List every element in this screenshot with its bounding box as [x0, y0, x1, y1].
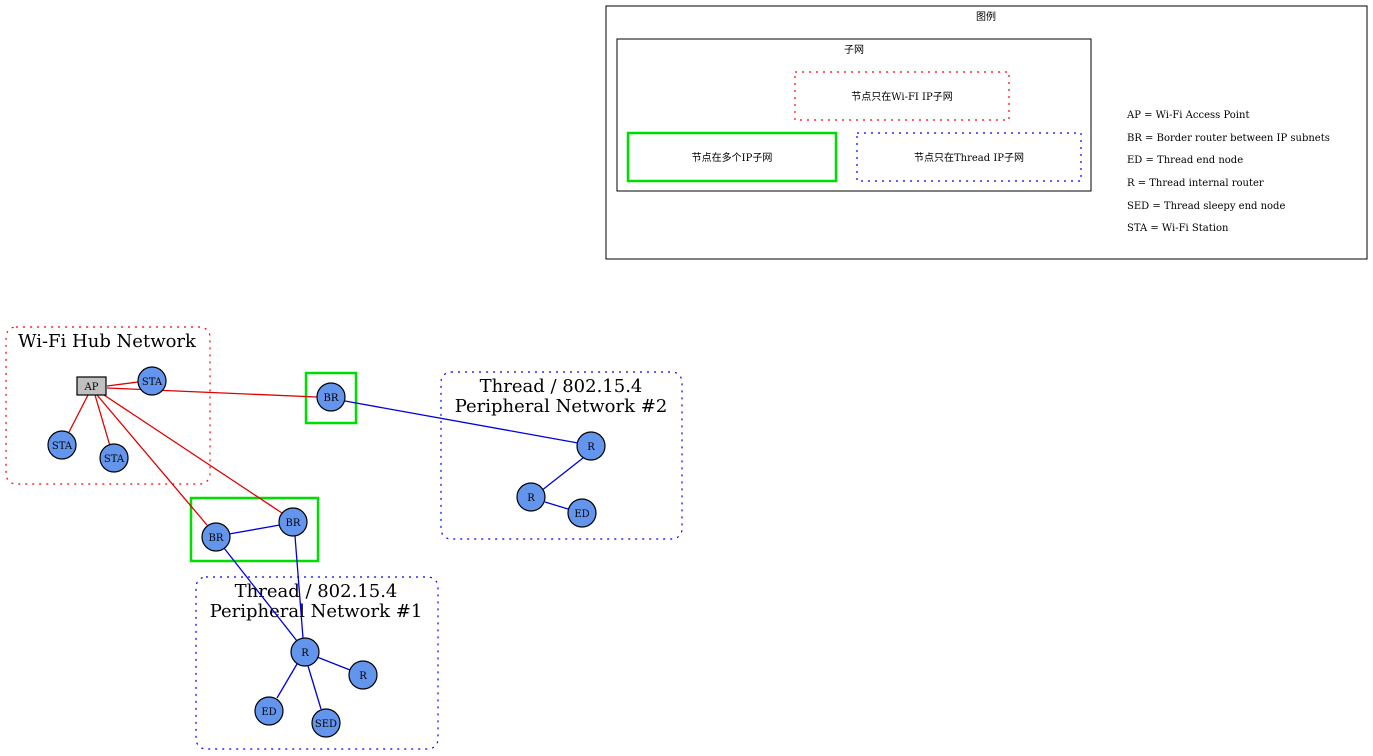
- access-point-node: AP: [76, 376, 107, 396]
- legend-multi-subnet-label: 节点在多个IP子网: [692, 151, 773, 164]
- legend-subnet-title: 子网: [844, 44, 864, 56]
- link-br-left-br-right: [228, 524, 281, 535]
- border-router-label: BR: [286, 518, 301, 529]
- station-label: STA: [104, 454, 125, 465]
- station-label: STA: [52, 441, 73, 452]
- link-ap-sta-top: [106, 381, 139, 387]
- legend-abbrev-br: BR = Border router between IP subnets: [1127, 133, 1330, 144]
- legend-abbrev-ed: ED = Thread end node: [1127, 155, 1243, 166]
- legend-title: 图例: [976, 10, 996, 23]
- legend-abbreviations: AP = Wi-Fi Access Point BR = Border rout…: [1126, 110, 1330, 234]
- thread-router-node: R: [348, 660, 378, 690]
- link-ap-sta-mid: [94, 394, 111, 447]
- legend-wifi-subnet-label: 节点只在Wi-FI IP子网: [851, 91, 952, 103]
- legend-abbrev-sta: STA = Wi-Fi Station: [1127, 223, 1229, 234]
- thread-router-label: R: [587, 442, 595, 453]
- station-label: STA: [142, 377, 163, 388]
- thread-network-2-title-line1: Thread / 802.15.4: [480, 376, 643, 397]
- thread-router-node: R: [290, 637, 320, 667]
- nodes: AP STA STA STA BR BR BR R: [47, 366, 606, 738]
- legend-abbrev-ap: AP = Wi-Fi Access Point: [1126, 110, 1249, 121]
- border-router-node: BR: [278, 507, 308, 537]
- thread-router-label: R: [527, 493, 535, 504]
- thread-sleepy-end-node-label: SED: [315, 719, 337, 730]
- link-r-net1-r-right: [316, 656, 351, 671]
- thread-network-1-cluster: Thread / 802.15.4 Peripheral Network #1: [195, 576, 439, 750]
- link-ap-br-top: [106, 387, 318, 398]
- thread-router-label: R: [359, 671, 367, 682]
- legend-thread-subnet-label: 节点只在Thread IP子网: [914, 152, 1024, 164]
- link-ap-br-left: [96, 394, 208, 526]
- station-node: STA: [137, 366, 167, 396]
- thread-end-node: ED: [567, 498, 597, 528]
- thread-end-node-label: ED: [261, 707, 276, 718]
- border-router-node: BR: [316, 382, 346, 412]
- multi-subnet-box-br-top: [304, 371, 358, 425]
- station-node: STA: [47, 430, 77, 460]
- wifi-hub-cluster: Wi-Fi Hub Network: [5, 326, 211, 485]
- access-point-label: AP: [84, 382, 99, 393]
- legend-subnet-frame: [616, 38, 1092, 192]
- link-r-net2-ed: [544, 501, 569, 510]
- multi-subnet-box-br-pair: [189, 496, 320, 563]
- border-router-label: BR: [209, 533, 224, 544]
- border-router-label: BR: [324, 393, 339, 404]
- thread-network-2-cluster: Thread / 802.15.4 Peripheral Network #2: [440, 371, 683, 540]
- station-node: STA: [99, 443, 129, 473]
- wifi-hub-cluster-border: [5, 326, 211, 485]
- thread-router-node: R: [576, 431, 606, 461]
- thread-router-label: R: [301, 648, 309, 659]
- thread-end-node: ED: [254, 696, 284, 726]
- legend-thread-subnet-box: [856, 132, 1082, 182]
- link-ap-br-right: [103, 394, 283, 514]
- wifi-hub-cluster-title: Wi-Fi Hub Network: [18, 331, 197, 352]
- thread-router-node: R: [516, 482, 546, 512]
- thread-network-2-title-line2: Peripheral Network #2: [455, 396, 668, 417]
- legend-wifi-subnet-box: [794, 71, 1010, 121]
- thread-end-node-label: ED: [574, 509, 589, 520]
- wifi-links: [67, 381, 318, 526]
- thread-links: [223, 400, 584, 710]
- link-br-left-r-net1: [223, 547, 298, 642]
- thread-sleepy-end-node: SED: [311, 708, 341, 738]
- link-ap-sta-left: [67, 394, 89, 435]
- legend: 图例 子网 节点只在Wi-FI IP子网 节点在多个IP子网 节点只在Threa…: [605, 5, 1368, 260]
- thread-network-1-title-line2: Peripheral Network #1: [210, 601, 423, 622]
- link-br-right-r-net1: [294, 535, 304, 639]
- link-br-top-r-net2: [344, 400, 579, 444]
- link-r-net1-sed: [307, 665, 322, 710]
- link-r-net2-r-net2: [540, 457, 584, 492]
- border-router-node: BR: [201, 522, 231, 552]
- legend-multi-subnet-box: [626, 131, 838, 183]
- legend-frame: [605, 5, 1368, 260]
- link-r-net1-ed: [276, 663, 298, 699]
- legend-abbrev-sed: SED = Thread sleepy end node: [1127, 201, 1285, 212]
- thread-network-1-title-line1: Thread / 802.15.4: [235, 581, 398, 602]
- legend-abbrev-r: R = Thread internal router: [1127, 178, 1264, 189]
